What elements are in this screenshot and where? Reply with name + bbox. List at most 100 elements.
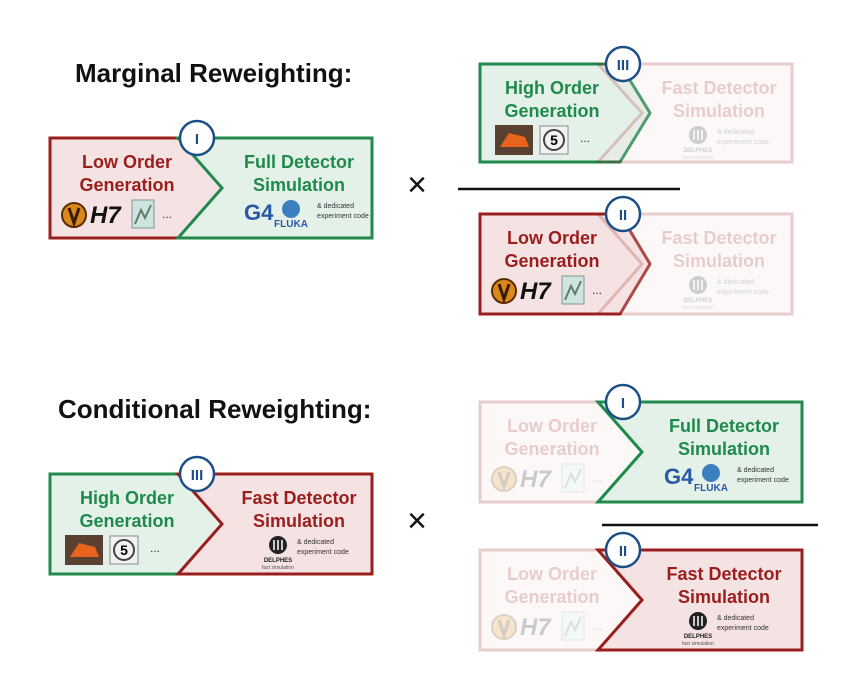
conditional-numerator-pair-left-title-2: Generation	[79, 511, 174, 531]
dedicated-code-line1: & dedicated	[717, 615, 754, 622]
ellipsis-text: ...	[592, 471, 602, 485]
conditional-numerator-pair-right-box	[174, 472, 374, 576]
dedicated-code-line2: experiment code	[717, 625, 769, 632]
conditional-numerator-pair-right-title-2: Simulation	[253, 511, 345, 531]
delphes-logo-subtext: fast simulation	[682, 155, 714, 161]
marginal-numerator-pair-left-title-2: Generation	[79, 175, 174, 195]
ellipsis-text: ...	[580, 131, 590, 145]
conditional-top-pair-left-title-1: Low Order	[507, 416, 597, 436]
dedicated-code-line2: experiment code	[717, 139, 769, 146]
marginal-bottom-pair-right-title-1: Fast Detector	[661, 228, 776, 248]
dedicated-code-line2: experiment code	[737, 477, 789, 484]
dedicated-code-line1: & dedicated	[717, 129, 754, 136]
h7-logo-icon: H7	[520, 614, 552, 641]
stage-badge-two	[604, 531, 642, 569]
dedicated-code-line1: & dedicated	[317, 203, 354, 210]
madgraph-logo-mark	[70, 543, 99, 557]
fluka-logo-text: FLUKA	[274, 219, 308, 230]
delphes-logo-text: DELPHES	[684, 148, 712, 154]
marginal-reweighting-heading: Marginal Reweighting:	[75, 58, 353, 88]
marginal-numerator-pair-right-title-2: Simulation	[253, 175, 345, 195]
conditional-bottom-pair-right-title-2: Simulation	[678, 587, 770, 607]
delphes-logo-icon	[689, 276, 707, 294]
marginal-numerator-pair-right-title-1: Full Detector	[244, 152, 354, 172]
dedicated-code-line2: experiment code	[317, 213, 369, 220]
conditional-bottom-pair-left-stage: Low OrderGenerationH7...	[478, 548, 652, 652]
powheg-logo-digit: 5	[550, 132, 558, 148]
delphes-logo-columns	[273, 540, 283, 550]
dedicated-code-line1: & dedicated	[717, 279, 754, 286]
herwig-logo-mark	[497, 471, 511, 492]
conditional-numerator-pair-right-title-1: Fast Detector	[241, 488, 356, 508]
stage-badge-label: III	[191, 467, 204, 484]
delphes-logo-text: DELPHES	[264, 558, 292, 564]
h7-logo-icon: H7	[520, 278, 552, 305]
marginal-bottom-pair-left-stage: Low OrderGenerationH7...	[478, 212, 652, 316]
sherpa-logo-mark	[564, 280, 582, 301]
conditional-top-pair-right-title-2: Simulation	[678, 439, 770, 459]
conditional-bottom-pair-left-title-2: Generation	[504, 587, 599, 607]
herwig-logo-icon	[491, 466, 517, 492]
conditional-reweighting-heading: Conditional Reweighting:	[58, 394, 372, 424]
sherpa-logo-icon	[561, 463, 585, 493]
dedicated-code-line1: & dedicated	[297, 539, 334, 546]
stage-badge-label: I	[195, 131, 199, 148]
delphes-logo-text: DELPHES	[684, 634, 712, 640]
marginal-top-pair-left-title-2: Generation	[504, 101, 599, 121]
delphes-logo-columns	[693, 280, 703, 290]
delphes-logo-icon	[689, 126, 707, 144]
fluka-logo-icon	[702, 464, 720, 482]
stage-badge-one	[604, 383, 642, 421]
conditional-top-pair-left-stage: Low OrderGenerationH7...	[478, 400, 652, 504]
marginal-bottom-pair-left-box	[478, 212, 652, 316]
marginal-top-pair-left-title-1: High Order	[505, 78, 599, 98]
powheg-logo-ring	[113, 539, 135, 561]
stage-badge-one	[178, 119, 216, 157]
conditional-bottom-pair-right-box	[594, 548, 804, 652]
delphes-logo-columns	[693, 616, 703, 626]
h7-logo-icon: H7	[90, 202, 122, 229]
herwig-logo-mark	[497, 619, 511, 640]
dedicated-code-line2: experiment code	[297, 549, 349, 556]
marginal-top-pair-right-title-2: Simulation	[673, 101, 765, 121]
ellipsis-text: ...	[592, 283, 602, 297]
fluka-logo-icon	[282, 200, 300, 218]
powheg-logo-digit: 5	[120, 542, 128, 558]
sherpa-logo-mark	[134, 204, 152, 225]
stage-badge-label: II	[619, 543, 627, 560]
dedicated-code-line1: & dedicated	[737, 467, 774, 474]
marginal-bottom-pair-left-title-2: Generation	[504, 251, 599, 271]
delphes-logo-subtext: fast simulation	[682, 641, 714, 647]
times-operator-marginal: ×	[407, 166, 427, 204]
sherpa-logo-mark	[564, 468, 582, 489]
delphes-logo-columns	[693, 130, 703, 140]
delphes-logo-subtext: fast simulation	[262, 565, 294, 571]
conditional-top-pair-right-title-1: Full Detector	[669, 416, 779, 436]
delphes-logo-subtext: fast simulation	[682, 305, 714, 311]
delphes-logo-text: DELPHES	[684, 298, 712, 304]
conditional-bottom-pair-left-title-1: Low Order	[507, 564, 597, 584]
marginal-top-pair-right-box	[594, 62, 794, 164]
times-operator-conditional: ×	[407, 502, 427, 540]
conditional-top-pair-left-title-2: Generation	[504, 439, 599, 459]
conditional-top-pair-right-box	[594, 400, 804, 504]
marginal-bottom-pair-left-title-1: Low Order	[507, 228, 597, 248]
stage-badge-label: II	[619, 207, 627, 224]
ellipsis-text: ...	[162, 207, 172, 221]
madgraph-logo-mark	[500, 133, 529, 147]
h7-logo-icon: H7	[520, 466, 552, 493]
herwig-logo-mark	[67, 207, 81, 228]
stage-badge-label: III	[617, 57, 630, 74]
geant4-logo-icon: G4	[244, 200, 274, 225]
